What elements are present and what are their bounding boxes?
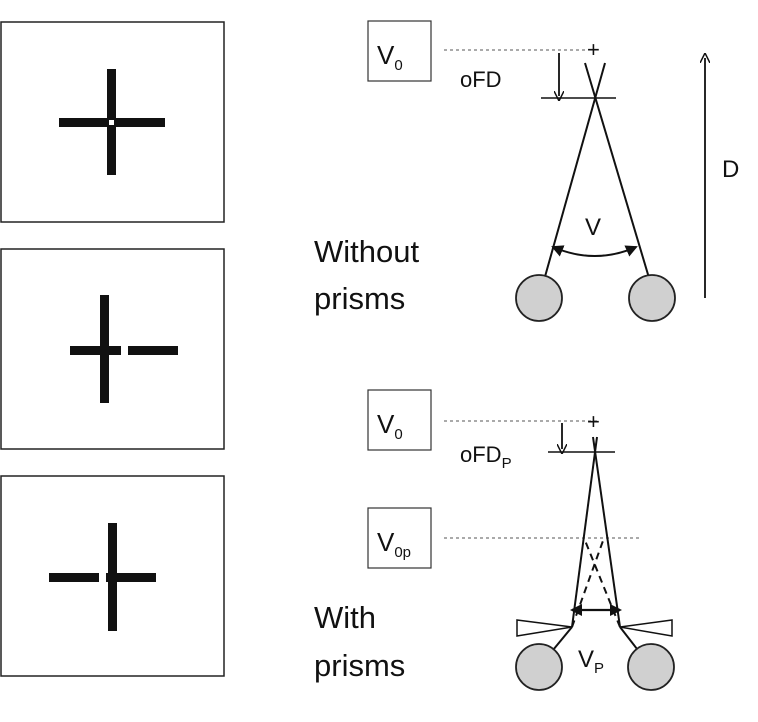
vergence-label: V	[585, 214, 601, 241]
without-prisms-diagram: V0 + oFD V D Without prisms	[314, 20, 739, 322]
v0-label: V0	[377, 40, 403, 74]
with-prisms-label-line2: prisms	[314, 648, 405, 683]
without-prisms-label-line2: prisms	[314, 281, 405, 316]
stimulus-panel-right-arm-displaced	[0, 248, 225, 450]
ofd-p-label: oFDP	[460, 442, 512, 472]
v0p-label: V0p	[377, 527, 411, 561]
stimulus-panel-left-arm-displaced	[0, 475, 225, 677]
without-prisms-label-line1: Without	[314, 234, 419, 269]
right-eye	[628, 274, 676, 322]
v0p-box	[367, 507, 432, 569]
v0-box	[367, 20, 432, 82]
with-prisms-diagram: V0 + oFDP V0p VP With prisms	[314, 389, 675, 691]
cross-right-arm-displaced	[128, 346, 178, 355]
vergence-angle-arc	[551, 245, 638, 257]
cross-left-arm	[70, 346, 121, 355]
with-prisms-label-line1: With	[314, 600, 376, 635]
left-eye-visual-axis	[538, 62, 606, 299]
fixation-point	[109, 120, 114, 125]
left-eye	[515, 643, 563, 691]
cross-left-arm-displaced	[49, 573, 99, 582]
v0-label: V0	[377, 409, 403, 443]
left-prism	[516, 619, 573, 637]
left-eye-dashed-axis	[571, 537, 605, 628]
left-eye	[515, 274, 563, 322]
target-cross: +	[587, 409, 600, 434]
right-eye	[627, 643, 675, 691]
right-prism	[619, 619, 673, 637]
distance-label: D	[722, 156, 739, 183]
vergence-p-label: VP	[578, 646, 604, 677]
left-eye-visual-axis	[571, 436, 598, 628]
right-eye-visual-axis	[592, 436, 621, 628]
v0-box	[367, 389, 432, 451]
stimulus-panel-aligned	[0, 21, 225, 223]
right-eye-visual-axis	[584, 62, 656, 299]
target-cross: +	[587, 37, 600, 62]
cross-right-arm	[106, 573, 156, 582]
ofd-label: oFD	[460, 67, 502, 92]
